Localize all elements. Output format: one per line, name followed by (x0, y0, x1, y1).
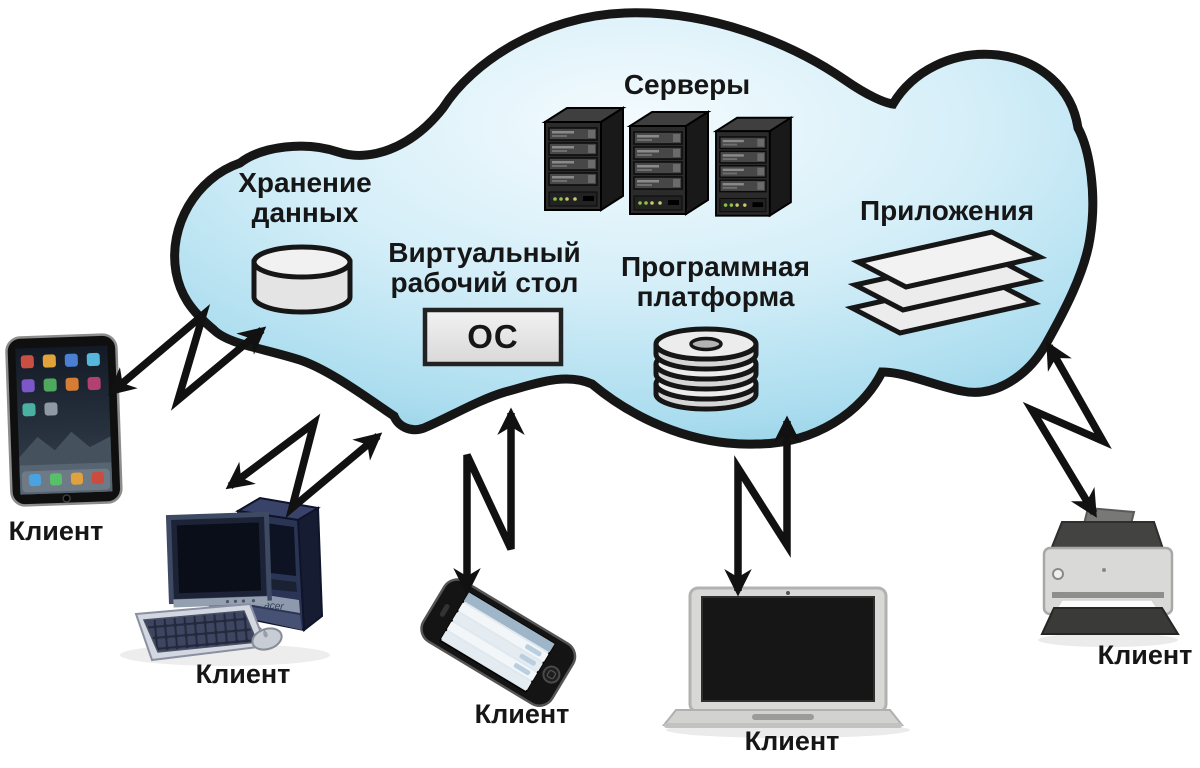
arrow-smartphone-cloud (453, 407, 525, 596)
platform-label: Программная платформа (621, 251, 810, 312)
client-label-laptop: Клиент (744, 726, 840, 756)
server-tower-3 (715, 116, 792, 217)
server-tower-2 (629, 111, 709, 215)
arrow-printer-cloud (1022, 341, 1112, 518)
desktop-keyboard (134, 602, 268, 662)
arrow-laptop-cloud (724, 415, 801, 597)
database-cylinder-icon (251, 244, 353, 315)
disk-stack-icon (653, 326, 759, 412)
virtual-desktop-label: Виртуальный рабочий стол (388, 237, 581, 298)
printer-image (1038, 506, 1180, 647)
server-towers-icon (544, 107, 792, 217)
arrow-tablet-cloud (107, 304, 267, 411)
cloud-shape (170, 8, 1098, 449)
tablet-home-button (62, 494, 71, 503)
tower-brand-label: acer (264, 600, 285, 613)
os-box-label: ОС (467, 318, 519, 355)
desktop-mouse (251, 627, 283, 651)
tablet-app-icons (20, 352, 101, 417)
smartphone-image (420, 578, 577, 707)
tablet-dock-icons (28, 471, 105, 487)
os-box (422, 307, 564, 367)
laptop-screen (701, 596, 875, 702)
storage-label: Хранение данных (238, 167, 372, 228)
smartphone-home-button (542, 665, 561, 684)
server-tower-1 (544, 107, 624, 211)
arrow-desktop-cloud (225, 413, 383, 519)
servers-label: Серверы (623, 69, 751, 100)
client-label-tablet: Клиент (8, 516, 104, 546)
client-label-smartphone: Клиент (474, 699, 570, 729)
client-label-desktop: Клиент (195, 659, 291, 689)
layers-icon (844, 229, 1048, 336)
tablet-image (5, 333, 123, 507)
desktop-computer-image: acer (120, 496, 330, 666)
client-label-printer: Клиент (1097, 640, 1193, 670)
applications-label: Приложения (859, 195, 1035, 226)
laptop-image (661, 586, 910, 738)
printer-power-button (1052, 568, 1064, 580)
